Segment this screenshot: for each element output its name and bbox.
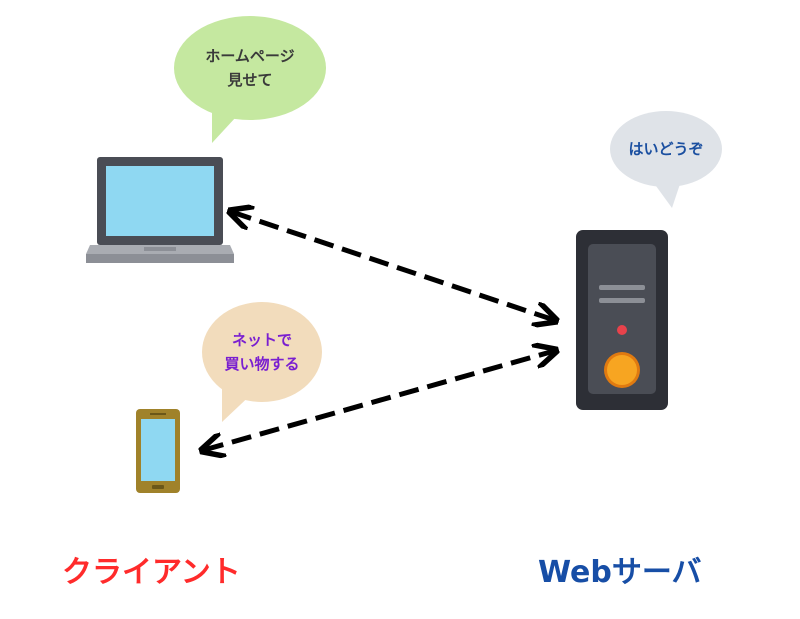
server-front-panel — [588, 244, 656, 394]
speech-bubble-server-reply — [610, 111, 722, 208]
phone-screen — [141, 419, 175, 481]
server-slot-1 — [599, 285, 645, 290]
speech-bubble-homepage-text: ホームページ 見せて — [190, 44, 310, 92]
server-label: Webサーバ — [538, 555, 702, 590]
client-label: クライアント — [62, 555, 241, 590]
server-slot-2 — [599, 298, 645, 303]
speech-bubble-line: 見せて — [227, 71, 273, 89]
speech-bubble-body — [174, 16, 326, 120]
speech-bubble-line: ホームページ — [205, 47, 295, 65]
laptop-icon — [86, 157, 234, 263]
laptop-server-connection-arrow — [232, 212, 554, 320]
speech-bubble-server-reply-text: はいどうぞ — [614, 137, 718, 161]
smartphone-icon — [136, 409, 180, 493]
server-power-button — [607, 355, 637, 385]
speech-bubble-line: はいどうぞ — [628, 140, 704, 158]
laptop-screen — [106, 166, 214, 236]
phone-home-button — [152, 485, 164, 489]
speech-bubble-line: ネットで — [231, 331, 292, 349]
phone-server-connection-arrow — [204, 351, 554, 450]
phone-speaker — [150, 413, 166, 415]
speech-bubble-shopping-text: ネットで 買い物する — [202, 328, 322, 376]
laptop-trackpad — [144, 247, 176, 251]
speech-bubble-homepage — [174, 16, 326, 143]
server-icon — [576, 230, 668, 410]
speech-bubble-body — [610, 111, 722, 187]
laptop-base — [86, 254, 234, 263]
speech-bubble-line: 買い物する — [224, 355, 300, 373]
server-status-led — [617, 325, 627, 335]
